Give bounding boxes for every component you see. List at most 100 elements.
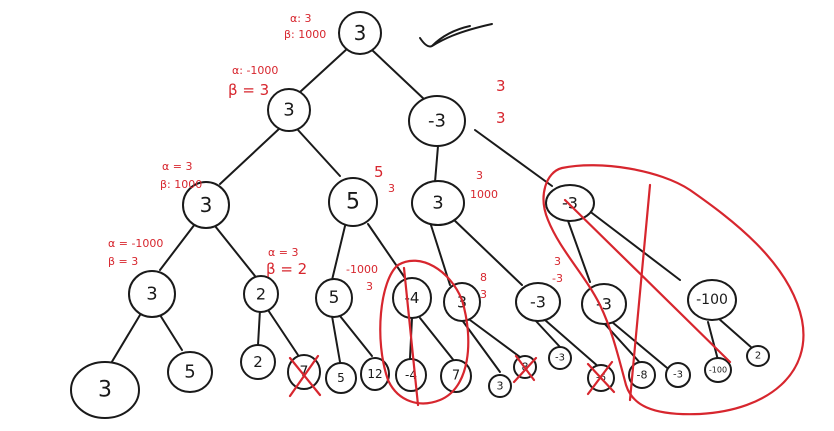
edge	[544, 319, 601, 369]
node-l3-h: -100	[687, 279, 737, 321]
edge	[299, 47, 349, 93]
node-value: -3	[596, 295, 612, 314]
annotation-l1-left-beta: β = 3	[228, 81, 269, 99]
node-value: 7	[300, 364, 309, 380]
edge	[566, 217, 591, 283]
annotation-l2-c-bottom: 1000	[470, 188, 498, 201]
node-root: 3	[338, 11, 382, 55]
annotation-l2-a-alpha: α = 3	[162, 160, 192, 173]
node-value: -100	[696, 292, 728, 308]
node-value: 2	[253, 353, 263, 371]
edge	[339, 315, 373, 357]
annotation-l2-a-beta: β: 1000	[160, 178, 202, 191]
leaf-node: -8	[628, 361, 656, 389]
pruned-region-diagonal	[563, 198, 732, 364]
edge	[717, 317, 753, 349]
prune-cross-marks	[288, 354, 616, 398]
annotation-l3-d-note2: 3	[366, 280, 373, 293]
node-value: -3	[428, 111, 446, 132]
annotation-l3-d-note1: -1000	[346, 263, 378, 276]
node-l3-f: -3	[515, 282, 561, 322]
annotation-l3-a-beta: β = 3	[108, 255, 138, 268]
edge	[297, 129, 341, 177]
leaf-node: 2	[240, 344, 276, 380]
node-value: 3	[200, 193, 213, 217]
edge	[257, 309, 261, 346]
node-value: 12	[367, 367, 382, 381]
annotation-l3-e-top: 8	[480, 271, 487, 284]
prune-cross	[586, 360, 616, 396]
edge	[214, 225, 256, 277]
leaf-node: 7	[440, 359, 472, 393]
edge	[159, 223, 196, 271]
leaf-node: 5	[325, 362, 357, 394]
edge	[331, 225, 346, 281]
edge	[534, 319, 561, 348]
annotation-l3-f-bottom: -3	[552, 272, 563, 285]
node-value: 5	[346, 190, 360, 215]
node-value: 2	[755, 351, 761, 362]
leaf-node: -100	[704, 357, 732, 383]
node-value: 2	[256, 285, 266, 304]
pruned-region-slash	[402, 266, 420, 407]
node-value: 3	[354, 21, 367, 45]
annotation-l3-e-bottom: 3	[480, 288, 487, 301]
annotation-l2-b-side: 3	[388, 182, 395, 195]
leaf-node: -3	[665, 362, 691, 388]
leaf-node: -3	[548, 346, 572, 370]
leaf-node: 5	[167, 351, 213, 393]
prune-cross	[512, 354, 538, 384]
edge	[109, 314, 141, 366]
node-value: -4	[405, 368, 417, 382]
node-l2-d: -3	[545, 184, 595, 222]
edge	[611, 321, 673, 373]
pruned-region-large	[542, 164, 805, 416]
node-l2-b: 5	[328, 177, 378, 227]
node-value: 7	[452, 369, 460, 384]
annotation-l1-right-bottom: 3	[496, 109, 506, 127]
edge	[159, 314, 183, 351]
annotation-root-beta: β: 1000	[284, 28, 326, 41]
annotation-l3-a-alpha: α = -1000	[108, 237, 163, 250]
node-value: -100	[709, 366, 727, 375]
edge	[367, 223, 406, 279]
node-value: 3	[432, 193, 443, 214]
edge	[474, 129, 553, 187]
node-l2-a: 3	[182, 181, 230, 229]
annotation-l2-b-top: 5	[374, 163, 384, 181]
leaf-node: 3	[488, 374, 512, 398]
edge	[469, 319, 525, 361]
leaf-node: 3	[70, 361, 140, 419]
node-value: -8	[637, 369, 648, 382]
edge	[219, 127, 281, 185]
node-value: 3	[146, 284, 157, 305]
edge	[587, 209, 681, 281]
annotation-l3-f-top: 3	[554, 255, 561, 268]
node-value: 5	[184, 362, 195, 383]
node-l2-c: 3	[411, 180, 465, 226]
node-value: 3	[497, 380, 504, 393]
edge	[707, 321, 719, 361]
node-value: 3	[98, 378, 112, 403]
node-l3-b: 2	[243, 275, 279, 313]
node-l3-g: -3	[581, 283, 627, 325]
annotation-root-alpha: α: 3	[290, 12, 311, 25]
node-value: 3	[283, 100, 294, 121]
node-l3-d: -4	[392, 277, 432, 319]
edge	[451, 217, 523, 286]
leaf-node: 12	[360, 357, 390, 391]
leaf-node: -4	[395, 358, 427, 392]
node-value: -3	[530, 293, 546, 312]
annotation-l3-b-alpha: α = 3	[268, 246, 298, 259]
edge	[371, 49, 426, 101]
node-l3-c: 5	[315, 278, 353, 318]
annotation-l3-b-beta: β = 2	[266, 260, 307, 278]
edge	[331, 315, 341, 363]
node-l1-left: 3	[267, 88, 311, 132]
node-value: -3	[555, 353, 565, 364]
edges	[109, 47, 753, 373]
prune-cross	[288, 354, 322, 398]
annotation-l1-right-top: 3	[496, 77, 506, 95]
node-l1-right: -3	[408, 95, 466, 147]
